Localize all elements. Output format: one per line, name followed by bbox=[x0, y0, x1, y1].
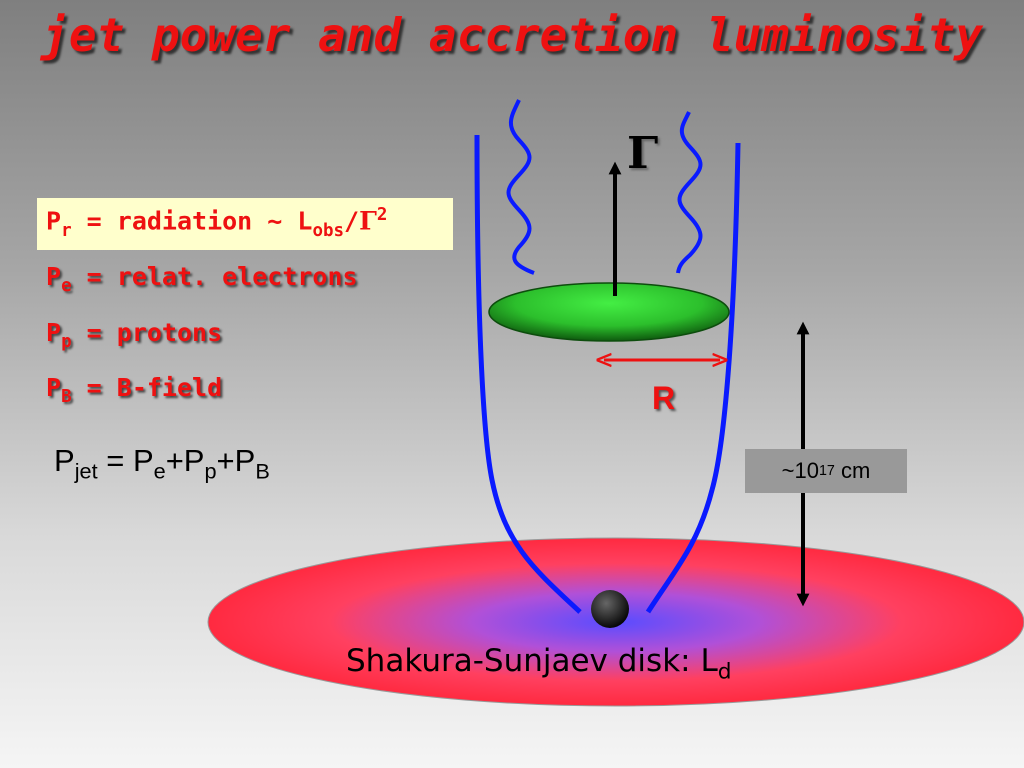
slide-title: jet power and accretion luminosity bbox=[41, 8, 983, 62]
jet-wall-right bbox=[645, 142, 741, 614]
jet-wall-left bbox=[474, 134, 582, 614]
photon-wave-right bbox=[676, 111, 703, 274]
disk-label: Shakura-Sunjaev disk: Ld bbox=[346, 643, 732, 685]
jet-power-equation: Pjet = Pe+Pp+PB bbox=[54, 443, 270, 484]
radius-label: R bbox=[652, 380, 676, 416]
gamma-label: Γ bbox=[627, 128, 659, 179]
radiation-highlight-box bbox=[37, 198, 453, 250]
radiation-power-label: Pr = radiation ~ Lobs/Γ2 bbox=[46, 205, 388, 241]
proton-power-label: Pp = protons bbox=[46, 318, 223, 353]
photon-wave-left bbox=[506, 99, 535, 275]
emitting-blob bbox=[488, 282, 730, 342]
bfield-power-label: PB = B-field bbox=[46, 373, 223, 408]
black-hole bbox=[591, 590, 629, 628]
electron-power-label: Pe = relat. electrons bbox=[46, 262, 358, 297]
